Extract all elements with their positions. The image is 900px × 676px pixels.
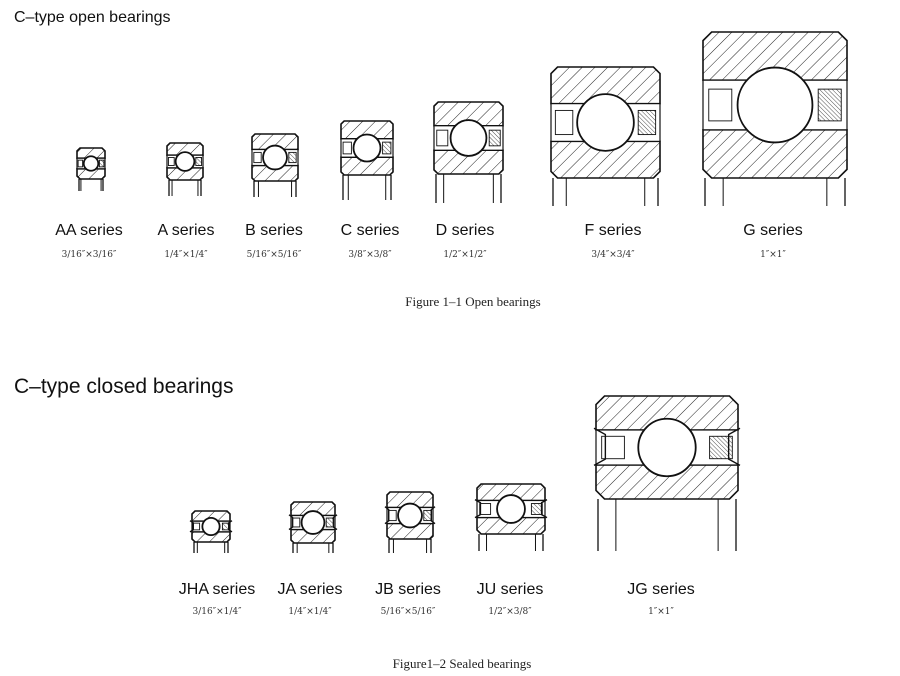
size-label: 3/8″×3/8″ (348, 250, 392, 260)
bearing-drawing-0-2 (251, 133, 299, 197)
size-label: 3/16″×1/4″ (193, 607, 243, 617)
series-label: B series (245, 222, 303, 239)
series-label: JHA series (179, 581, 255, 598)
series-label: F series (585, 222, 642, 239)
closed-bearings-title: C–type closed bearings (14, 375, 233, 398)
size-label: 5/16″×5/16″ (247, 250, 302, 260)
series-label: JG series (627, 581, 695, 598)
size-label: 1/2″×3/8″ (488, 607, 532, 617)
bearing-drawing-1-1 (288, 501, 338, 553)
bearing-drawing-0-0 (76, 147, 106, 191)
open-bearings-row: AA series 3/16″×3/16″ A series 1/4″×1/4″ B s… (55, 31, 848, 260)
size-label: 1/4″×1/4″ (288, 607, 332, 617)
open-bearings-caption: Figure 1–1 Open bearings (405, 294, 540, 309)
series-label: JU series (477, 581, 544, 598)
size-label: 1″×1″ (648, 607, 674, 617)
size-label: 5/16″×5/16″ (381, 607, 436, 617)
bearing-drawing-0-3 (340, 120, 394, 200)
bearing-drawing-0-6 (702, 31, 848, 206)
series-label: G series (743, 222, 803, 239)
size-label: 3/16″×3/16″ (62, 250, 117, 260)
size-label: 1″×1″ (760, 250, 786, 260)
bearing-drawing-1-2 (384, 491, 436, 553)
closed-bearings-row: JHA series 3/16″×1/4″ JA series 1/4″×1/4″ JB… (179, 395, 741, 617)
bearing-drawing-1-3 (474, 483, 548, 551)
bearing-drawing-0-1 (166, 142, 204, 196)
series-label: JA series (278, 581, 343, 598)
open-bearings-title: C–type open bearings (14, 9, 171, 26)
bearing-drawing-0-4 (433, 101, 504, 203)
series-label: A series (158, 222, 215, 239)
bearing-drawing-1-0 (189, 510, 233, 553)
series-label: AA series (55, 222, 123, 239)
series-label: C series (341, 222, 400, 239)
size-label: 3/4″×3/4″ (591, 250, 635, 260)
size-label: 1/2″×1/2″ (443, 250, 487, 260)
size-label: 1/4″×1/4″ (164, 250, 208, 260)
series-label: JB series (375, 581, 441, 598)
closed-bearings-caption: Figure1–2 Sealed bearings (393, 656, 532, 671)
series-label: D series (436, 222, 495, 239)
bearing-drawing-0-5 (550, 66, 661, 206)
bearing-drawing-1-4 (593, 395, 741, 551)
